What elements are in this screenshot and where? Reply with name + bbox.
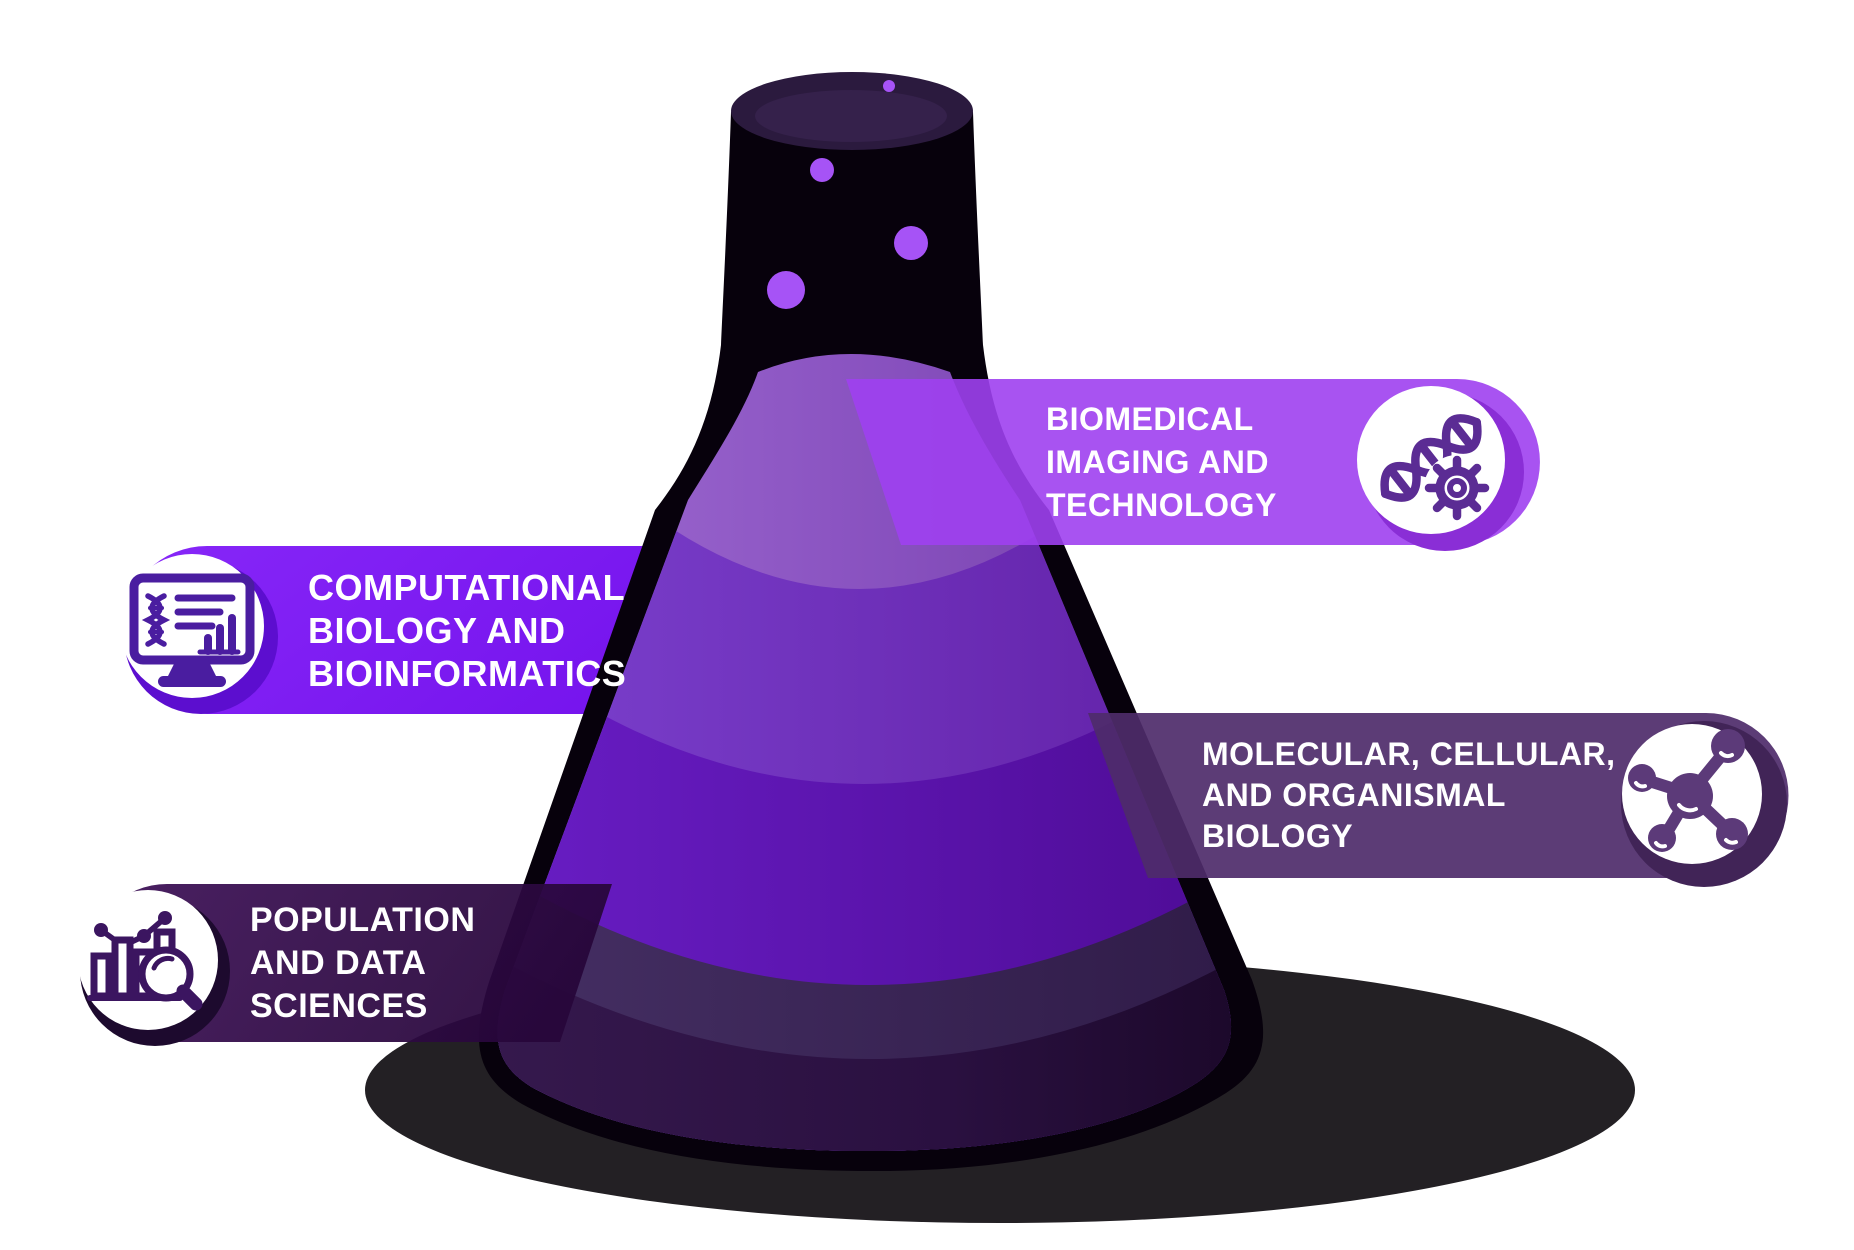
- banner-bar: [846, 379, 1540, 545]
- molecule-icon: [1628, 729, 1748, 852]
- banner-line: AND ORGANISMAL: [1202, 777, 1506, 813]
- bubble: [883, 80, 895, 92]
- banner-line: MOLECULAR, CELLULAR,: [1202, 736, 1616, 772]
- bubble: [810, 158, 834, 182]
- flask-rim-inner: [755, 90, 947, 142]
- banner-line: COMPUTATIONAL: [308, 566, 626, 608]
- bar-chart-magnifier-icon: [87, 911, 203, 1011]
- bubble: [767, 271, 805, 309]
- liquid-layer-5: [497, 950, 1232, 1152]
- banner-biomedical-imaging-and-technology: [846, 379, 1540, 551]
- banner-line: IMAGING AND: [1046, 443, 1269, 480]
- banner-line: BIOMEDICAL: [1046, 400, 1254, 437]
- banner-line: AND DATA: [250, 943, 427, 982]
- bubble: [894, 226, 928, 260]
- computer-dna-icon: [129, 573, 255, 687]
- banner-line: SCIENCES: [250, 986, 428, 1025]
- banner-molecular-cellular-and-organismal-biology: [1088, 712, 1789, 887]
- banner-line: BIOLOGY: [1202, 818, 1354, 854]
- banner-biomedical-label: BIOMEDICAL IMAGING AND TECHNOLOGY: [1046, 379, 1277, 545]
- banner-line: BIOLOGY AND: [308, 609, 566, 651]
- banner-line: BIOINFORMATICS: [308, 652, 627, 694]
- dna-gear-icon: [1380, 414, 1490, 521]
- banner-computational-label: COMPUTATIONAL BIOLOGY AND BIOINFORMATICS: [308, 546, 626, 714]
- banner-population-and-data-sciences: [78, 884, 612, 1046]
- banner-bar: [1088, 712, 1789, 878]
- banner-line: TECHNOLOGY: [1046, 486, 1277, 523]
- banner-molecular-label: MOLECULAR, CELLULAR, AND ORGANISMAL BIOL…: [1202, 713, 1616, 878]
- banner-population-label: POPULATION AND DATA SCIENCES: [250, 884, 475, 1042]
- banner-line: POPULATION: [250, 900, 476, 939]
